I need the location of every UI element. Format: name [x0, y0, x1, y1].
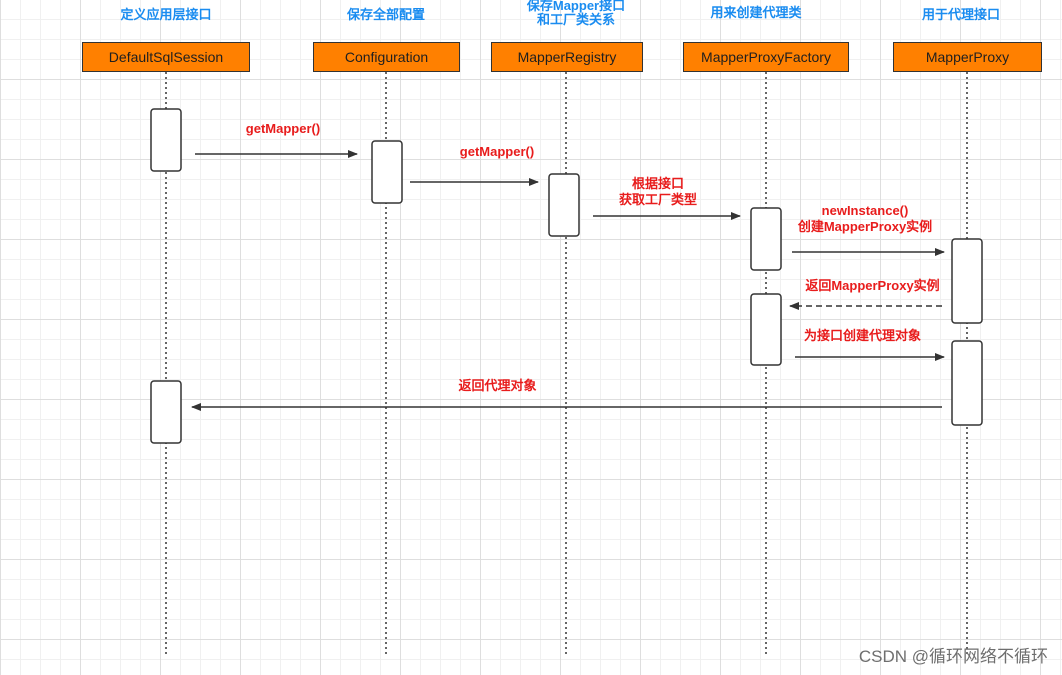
message-label-6: 为接口创建代理对象: [803, 328, 921, 343]
activation-configuration-1: [371, 140, 403, 204]
message-label-1: getMapper(): [245, 121, 321, 136]
activation-mapperproxy-2: [951, 340, 983, 426]
participant-description-mapperregistry: 保存Mapper接口 和工厂类关系: [526, 0, 626, 27]
activation-mapperproxy-1: [951, 238, 983, 324]
message-label-2: getMapper(): [459, 144, 535, 159]
activation-mapperproxyfactory-2: [750, 293, 782, 366]
participant-mapperproxy: MapperProxy: [893, 42, 1042, 72]
activation-mapperproxyfactory-1: [750, 207, 782, 271]
participant-description-mapperproxy: 用于代理接口: [921, 7, 1000, 22]
participant-defaultsqlsession: DefaultSqlSession: [82, 42, 250, 72]
participant-description-mapperproxyfactory: 用来创建代理类: [710, 5, 802, 20]
message-label-5: 返回MapperProxy实例: [805, 278, 940, 293]
message-label-4: newInstance() 创建MapperProxy实例: [797, 203, 933, 234]
activation-mapperregistry-1: [548, 173, 580, 237]
activation-defaultsqlsession-1: [150, 108, 182, 172]
activation-defaultsqlsession-2: [150, 380, 182, 444]
participant-configuration: Configuration: [313, 42, 460, 72]
participant-mapperregistry: MapperRegistry: [491, 42, 643, 72]
message-label-3: 根据接口 获取工厂类型: [618, 176, 697, 207]
participant-description-defaultsqlsession: 定义应用层接口: [120, 7, 212, 22]
participant-mapperproxyfactory: MapperProxyFactory: [683, 42, 849, 72]
message-label-7: 返回代理对象: [458, 378, 537, 393]
participant-description-configuration: 保存全部配置: [346, 7, 425, 22]
watermark: CSDN @循环网络不循环: [858, 647, 1048, 666]
